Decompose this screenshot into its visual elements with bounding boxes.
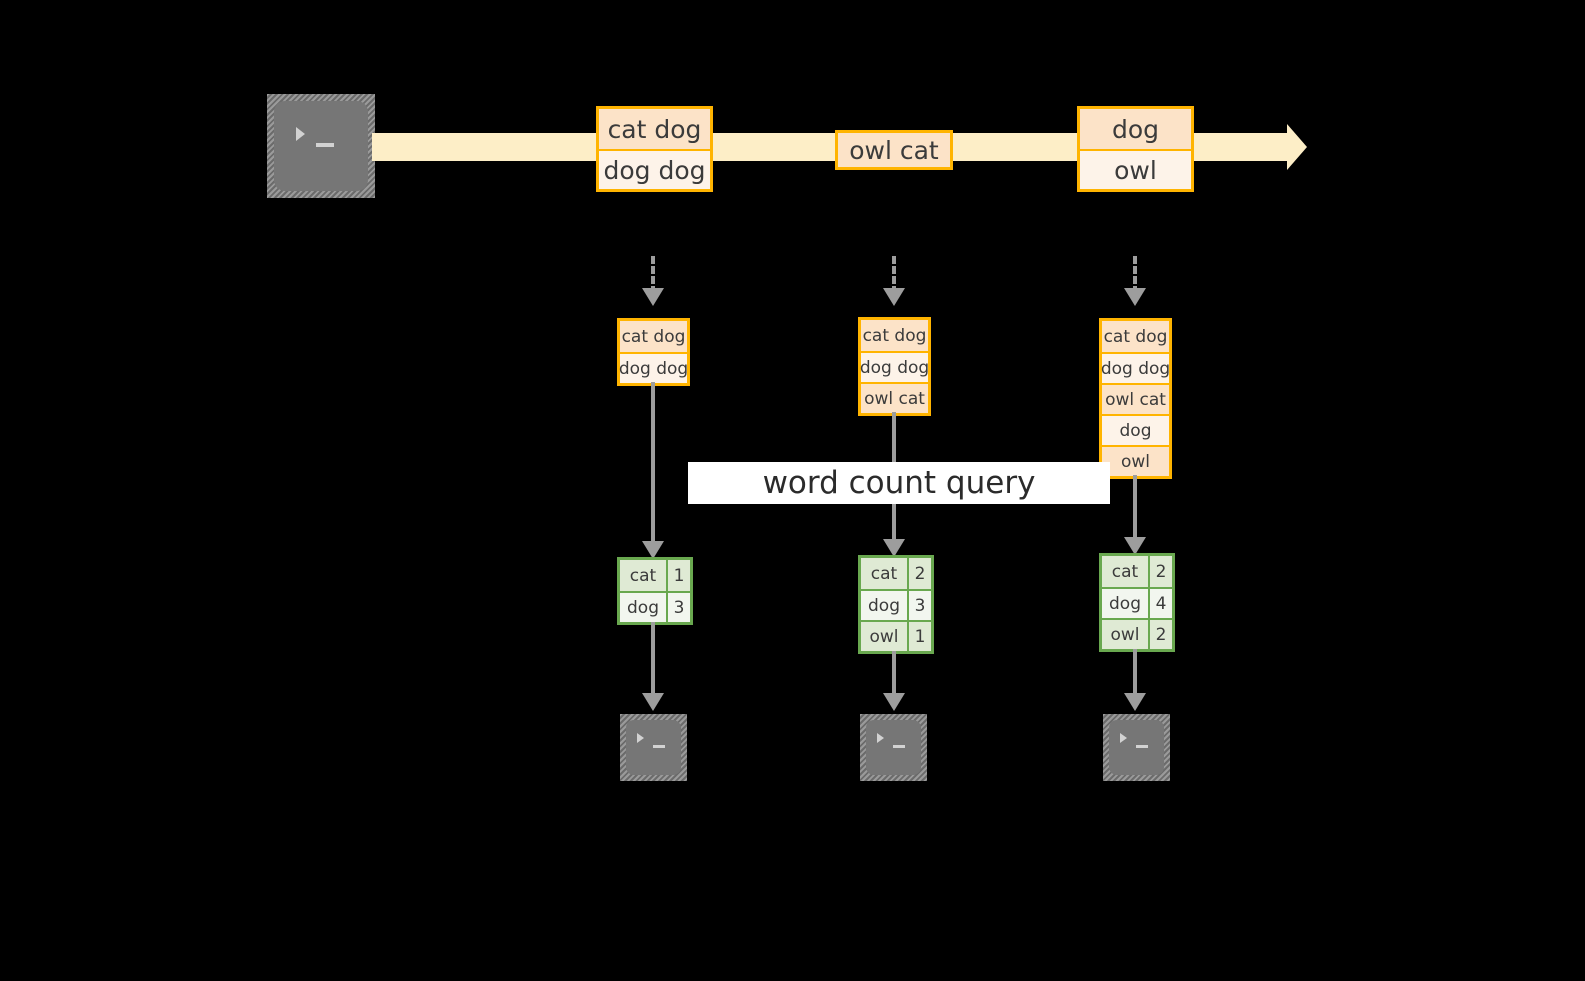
stream-event-2: owl cat: [835, 130, 953, 170]
snapshot-1-input-table: cat dog dog dog: [617, 318, 690, 386]
result-word: dog: [1102, 589, 1148, 618]
snapshot-3-query-connector: [1133, 475, 1137, 552]
result-count: 1: [666, 560, 690, 591]
stream-to-snapshot-3-arrowhead: [1124, 288, 1146, 306]
stream-event-2-line-1: owl cat: [838, 133, 950, 167]
result-word: cat: [1102, 556, 1148, 587]
query-label-text: word count query: [762, 465, 1036, 501]
result-word: owl: [861, 622, 907, 651]
chevron-right-icon: [296, 127, 305, 141]
result-count: 1: [907, 622, 931, 651]
stream-event-3-line-2: owl: [1080, 149, 1191, 189]
stream-to-snapshot-2-arrowhead: [883, 288, 905, 306]
result-count: 2: [1148, 556, 1172, 587]
snapshot-2-sink-terminal-icon: [860, 714, 927, 781]
stream-arrow-head: [1287, 124, 1307, 170]
table-row: cat 2: [861, 558, 931, 589]
snapshot-1-sink-terminal-icon: [620, 714, 687, 781]
chevron-right-icon: [637, 733, 644, 743]
snapshot-1-sink-connector: [651, 622, 655, 698]
table-row: cat 2: [1102, 556, 1172, 587]
snapshot-2-input-row: cat dog: [861, 320, 928, 351]
snapshot-1-query-connector: [651, 382, 655, 554]
underscore-icon: [893, 745, 905, 748]
table-row: owl 2: [1102, 618, 1172, 649]
table-row: cat 1: [620, 560, 690, 591]
snapshot-1-input-row: dog dog: [619, 352, 688, 383]
result-count: 4: [1148, 589, 1172, 618]
result-count: 3: [666, 593, 690, 622]
snapshot-1-sink-arrowhead: [642, 693, 664, 711]
stream-event-1-line-2: dog dog: [599, 149, 710, 189]
terminal-screen: [1109, 720, 1164, 775]
terminal-screen: [274, 101, 368, 191]
snapshot-2-input-row: dog dog: [860, 351, 929, 382]
underscore-icon: [316, 143, 334, 147]
stream-event-1-line-1: cat dog: [599, 109, 710, 149]
result-word: dog: [861, 591, 907, 620]
stream-to-snapshot-3-connector: [1133, 256, 1137, 294]
result-count: 2: [1148, 620, 1172, 649]
terminal-screen: [626, 720, 681, 775]
result-word: cat: [861, 558, 907, 589]
snapshot-2-sink-arrowhead: [883, 693, 905, 711]
stream-event-3-line-1: dog: [1080, 109, 1191, 149]
result-word: cat: [620, 560, 666, 591]
table-row: dog 3: [620, 591, 690, 622]
query-label-band: word count query: [688, 462, 1110, 504]
snapshot-3-input-row: owl: [1102, 445, 1169, 476]
underscore-icon: [653, 745, 665, 748]
table-row: dog 4: [1102, 587, 1172, 618]
snapshot-3-input-row: cat dog: [1102, 321, 1169, 352]
snapshot-1-query-arrowhead: [642, 541, 664, 559]
chevron-right-icon: [877, 733, 884, 743]
stream-event-3: dog owl: [1077, 106, 1194, 192]
snapshot-2-sink-connector: [892, 651, 896, 698]
stream-to-snapshot-1-connector: [651, 256, 655, 294]
snapshot-2-result-table: cat 2 dog 3 owl 1: [858, 555, 934, 654]
stream-to-snapshot-1-arrowhead: [642, 288, 664, 306]
table-row: dog 3: [861, 589, 931, 620]
snapshot-3-sink-connector: [1133, 649, 1137, 698]
table-row: owl 1: [861, 620, 931, 651]
stream-event-1: cat dog dog dog: [596, 106, 713, 192]
terminal-screen: [866, 720, 921, 775]
snapshot-2-input-table: cat dog dog dog owl cat: [858, 317, 931, 416]
snapshot-3-result-table: cat 2 dog 4 owl 2: [1099, 553, 1175, 652]
source-terminal-icon: [267, 94, 375, 198]
snapshot-2-input-row: owl cat: [861, 382, 928, 413]
result-count: 2: [907, 558, 931, 589]
result-word: owl: [1102, 620, 1148, 649]
underscore-icon: [1136, 745, 1148, 748]
result-count: 3: [907, 591, 931, 620]
snapshot-1-result-table: cat 1 dog 3: [617, 557, 693, 625]
chevron-right-icon: [1120, 733, 1127, 743]
snapshot-3-input-table: cat dog dog dog owl cat dog owl: [1099, 318, 1172, 479]
snapshot-3-input-row: dog: [1102, 414, 1169, 445]
snapshot-3-query-arrowhead: [1124, 537, 1146, 555]
snapshot-1-input-row: cat dog: [620, 321, 687, 352]
snapshot-3-input-row: owl cat: [1102, 383, 1169, 414]
result-word: dog: [620, 593, 666, 622]
snapshot-3-sink-arrowhead: [1124, 693, 1146, 711]
snapshot-3-input-row: dog dog: [1101, 352, 1170, 383]
snapshot-2-query-arrowhead: [883, 539, 905, 557]
snapshot-3-sink-terminal-icon: [1103, 714, 1170, 781]
stream-to-snapshot-2-connector: [892, 256, 896, 294]
